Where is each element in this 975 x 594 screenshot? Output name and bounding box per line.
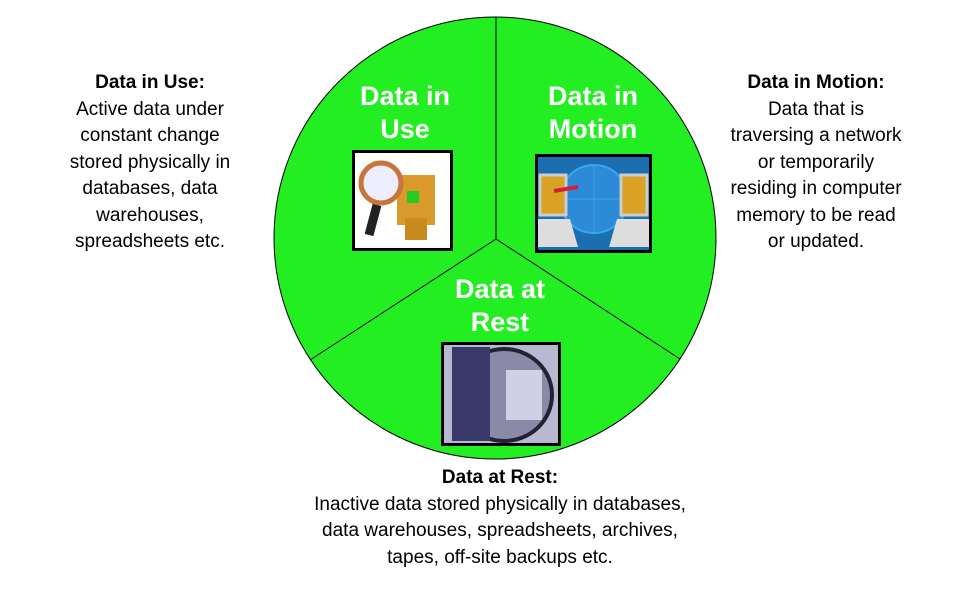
title-line: Data at bbox=[454, 274, 546, 304]
description-line: Active data under bbox=[76, 98, 224, 120]
description-line: Inactive data stored physically in datab… bbox=[314, 493, 686, 515]
laptops-network-globe-icon bbox=[535, 154, 652, 253]
description-in-motion: Data in Motion: Data that is traversing … bbox=[700, 70, 932, 256]
description-line: databases, data bbox=[82, 178, 218, 199]
title-line: Rest bbox=[470, 307, 530, 337]
divider-lower-right bbox=[495, 238, 681, 360]
description-heading: Data in Motion: bbox=[747, 72, 885, 93]
title-line: Motion bbox=[548, 114, 638, 144]
segment-title-in-motion: Data in Motion bbox=[518, 80, 668, 146]
description-line: stored physically in bbox=[69, 151, 231, 173]
segment-title-at-rest: Data at Rest bbox=[425, 273, 575, 339]
description-line: tapes, off-site backups etc. bbox=[387, 546, 613, 568]
description-line: or updated. bbox=[767, 231, 865, 252]
description-line: residing in computer bbox=[730, 178, 902, 199]
divider-lower-left bbox=[309, 238, 497, 361]
description-line: constant change bbox=[80, 125, 220, 146]
description-heading: Data in Use: bbox=[95, 72, 205, 93]
description-line: or temporarily bbox=[757, 151, 875, 173]
vault-door-icon bbox=[441, 342, 561, 446]
description-at-rest: Data at Rest: Inactive data stored physi… bbox=[260, 465, 740, 571]
description-line: traversing a network bbox=[730, 125, 902, 146]
description-line: data warehouses, spreadsheets, archives, bbox=[322, 520, 678, 541]
description-line: spreadsheets etc. bbox=[75, 231, 225, 252]
pie-circle bbox=[273, 16, 717, 460]
description-line: Data that is bbox=[767, 98, 865, 120]
description-heading: Data at Rest: bbox=[441, 467, 559, 488]
description-in-use: Data in Use: Active data under constant … bbox=[40, 70, 260, 256]
description-line: warehouses, bbox=[96, 204, 204, 226]
description-line: memory to be read bbox=[736, 204, 896, 226]
magnifier-over-data-cubes-icon bbox=[352, 150, 453, 251]
title-line: Data in bbox=[547, 81, 639, 111]
segment-title-in-use: Data in Use bbox=[330, 80, 480, 146]
title-line: Use bbox=[380, 114, 430, 144]
title-line: Data in bbox=[359, 81, 451, 111]
